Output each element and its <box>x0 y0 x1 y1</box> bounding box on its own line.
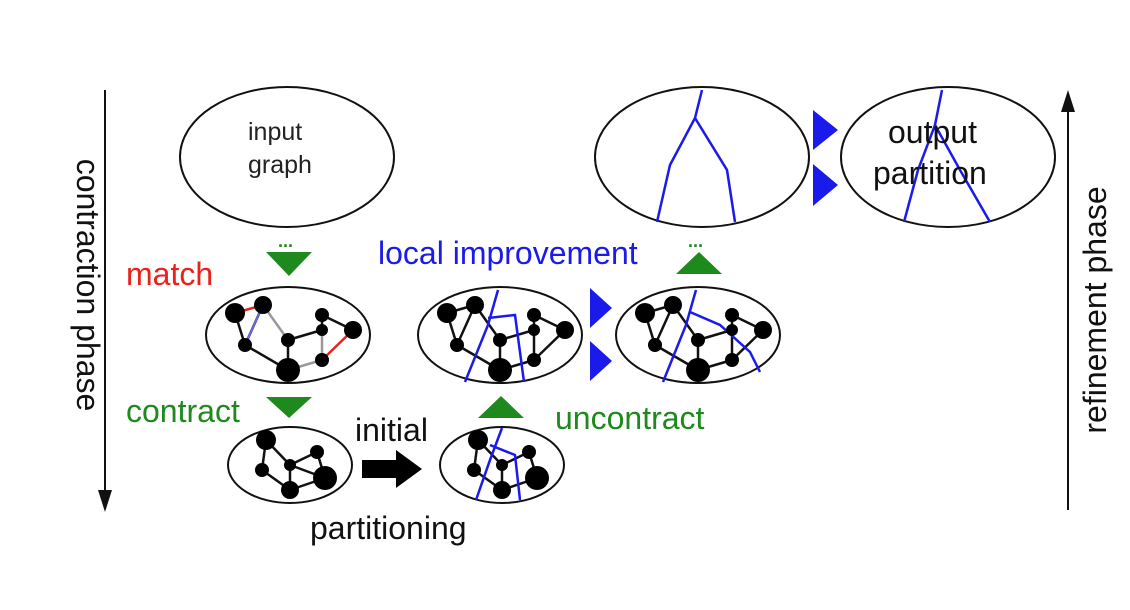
ellipsis-contract: ... <box>278 231 294 251</box>
initial-partitioning-arrow <box>362 450 422 488</box>
refined-graph <box>615 286 781 384</box>
input-graph-label-line1: input <box>248 118 303 146</box>
refine-arrow-mid-2 <box>590 341 612 381</box>
input-graph-ellipse <box>179 86 395 228</box>
uncontract-arrow-2 <box>676 252 722 274</box>
contract-label: contract <box>126 393 240 429</box>
refinement-phase-label: refinement phase <box>1077 186 1113 434</box>
refine-arrow-mid-1 <box>590 288 612 328</box>
output-partition-label-line2: partition <box>873 155 987 191</box>
refinement-phase-arrow <box>1061 90 1075 510</box>
uncontract-arrow <box>478 396 524 418</box>
refine-arrow-top-1 <box>813 110 838 150</box>
ellipsis-refine: ... <box>688 231 704 251</box>
refine-arrow-top-2 <box>813 164 838 206</box>
matched-graph <box>205 286 371 384</box>
output-partition-label-line1: output <box>888 114 977 150</box>
uncontracted-graph <box>417 286 583 384</box>
contract-arrow-2 <box>266 397 312 418</box>
partitioned-input-graph <box>594 86 810 228</box>
match-label: match <box>126 256 214 292</box>
local-improvement-label: local improvement <box>378 235 638 271</box>
contraction-phase-arrow <box>98 90 112 512</box>
initial-partitioned-graph <box>439 426 565 504</box>
partitioning-label: partitioning <box>310 510 467 546</box>
uncontract-label: uncontract <box>555 400 705 436</box>
contract-arrow-1 <box>266 252 312 276</box>
input-graph-label-line2: graph <box>248 151 312 179</box>
output-partition-graph <box>840 86 1056 228</box>
contracted-graph <box>227 426 353 504</box>
contraction-phase-label: contraction phase <box>70 158 106 412</box>
initial-label: initial <box>355 412 428 448</box>
